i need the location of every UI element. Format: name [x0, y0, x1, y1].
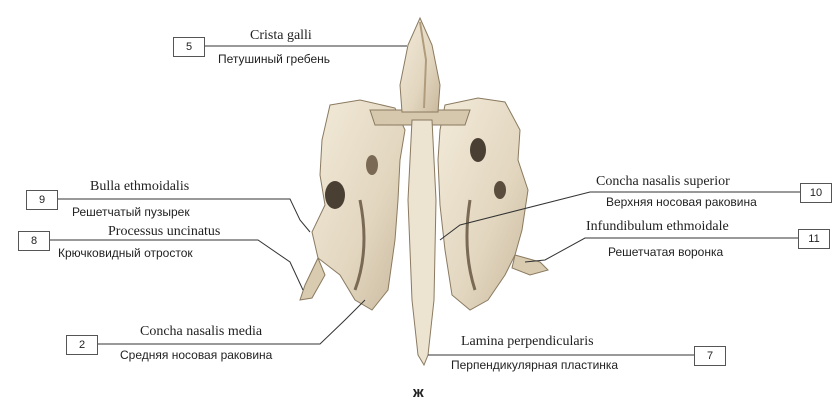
- label-number-10: 10: [800, 183, 832, 203]
- label-latin-infundibulum-ethmoidale: Infundibulum ethmoidale: [586, 219, 729, 235]
- label-number-9: 9: [26, 190, 58, 210]
- label-number-7: 7: [694, 346, 726, 366]
- label-number-5: 5: [173, 37, 205, 57]
- label-latin-concha-nasalis-superior: Concha nasalis superior: [596, 174, 730, 190]
- label-russian-lamina-perpendicularis: Перпендикулярная пластинка: [451, 358, 618, 372]
- label-russian-concha-nasalis-media: Средняя носовая раковина: [120, 348, 272, 362]
- uncinate-process: [300, 258, 325, 300]
- right-labyrinth: [438, 98, 528, 310]
- crista-galli: [400, 18, 440, 112]
- label-russian-crista-galli: Петушиный гребень: [218, 52, 330, 66]
- label-number-11: 11: [798, 229, 830, 249]
- label-russian-processus-uncinatus: Крючковидный отросток: [58, 246, 193, 260]
- perpendicular-plate: [408, 120, 436, 365]
- label-latin-lamina-perpendicularis: Lamina perpendicularis: [461, 334, 594, 350]
- label-russian-concha-nasalis-superior: Верхняя носовая раковина: [606, 195, 757, 209]
- label-latin-bulla-ethmoidalis: Bulla ethmoidalis: [90, 179, 189, 195]
- label-number-2: 2: [66, 335, 98, 355]
- label-russian-infundibulum-ethmoidale: Решетчатая воронка: [608, 245, 723, 259]
- label-latin-crista-galli: Crista galli: [250, 28, 312, 44]
- label-russian-bulla-ethmoidalis: Решетчатый пузырек: [72, 205, 190, 219]
- panel-letter: ж: [413, 384, 424, 401]
- label-latin-processus-uncinatus: Processus uncinatus: [108, 224, 220, 240]
- label-latin-concha-nasalis-media: Concha nasalis media: [140, 324, 262, 340]
- label-number-8: 8: [18, 231, 50, 251]
